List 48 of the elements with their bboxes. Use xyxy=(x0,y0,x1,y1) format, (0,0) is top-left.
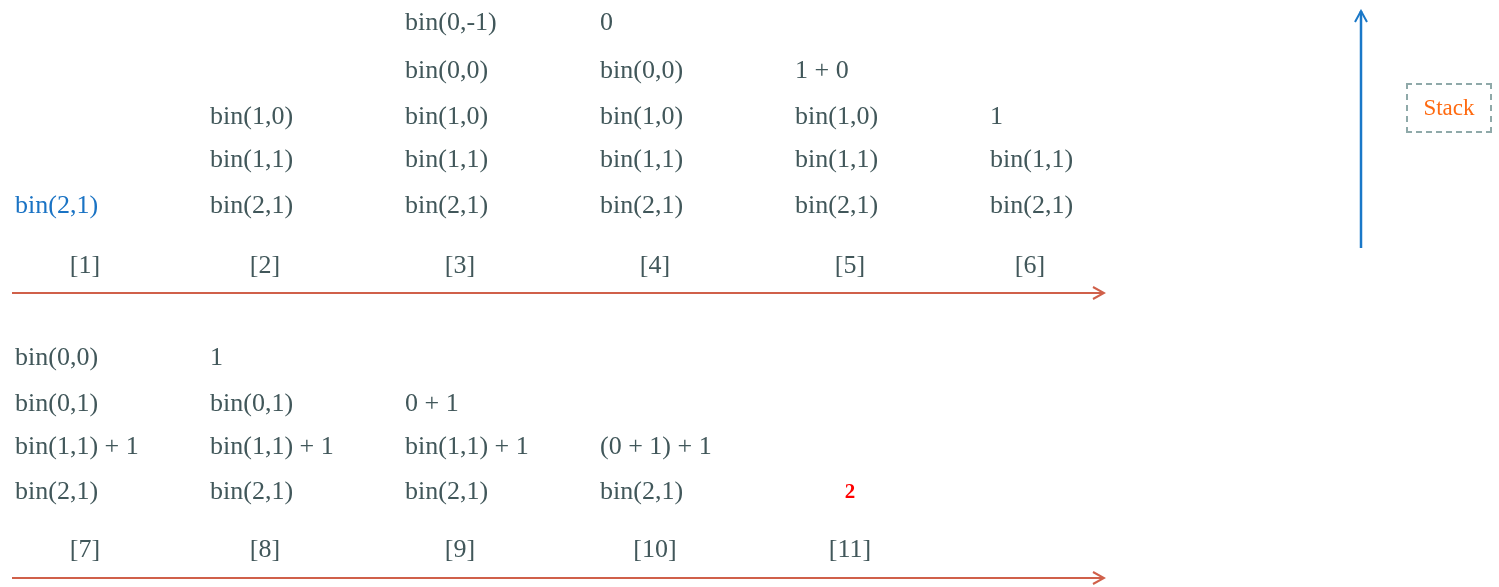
stack-entry: bin(1,0) xyxy=(405,101,489,131)
stack-entry: bin(0,-1) xyxy=(405,7,497,37)
step-number: [9] xyxy=(444,534,476,564)
step-number: [3] xyxy=(444,250,476,280)
step-number: [11] xyxy=(828,534,872,564)
stack-entry: 1 xyxy=(990,101,1003,131)
stack-entry: bin(2,1) xyxy=(795,190,879,220)
stack-entry: bin(1,0) xyxy=(210,101,294,131)
step-number: [7] xyxy=(69,534,101,564)
stack-entry: 1 xyxy=(210,342,223,372)
tag-text: Stack xyxy=(1423,95,1475,121)
stack-entry: bin(2,1) xyxy=(405,190,489,220)
step-number: [2] xyxy=(249,250,281,280)
stack-entry: bin(1,1) xyxy=(210,144,294,174)
stack-entry: bin(2,1) xyxy=(990,190,1074,220)
stack-entry: 0 + 1 xyxy=(405,388,459,418)
stack-entry: bin(2,1) xyxy=(15,476,99,506)
stack-entry: bin(0,0) xyxy=(405,55,489,85)
step-number: [1] xyxy=(69,250,101,280)
stack-entry: (0 + 1) + 1 xyxy=(600,431,712,461)
stack-entry: bin(2,1) xyxy=(600,476,684,506)
stack-entry: bin(1,1) + 1 xyxy=(405,431,529,461)
stack-entry: bin(2,1) xyxy=(600,190,684,220)
stack-entry: bin(1,1) xyxy=(405,144,489,174)
step-number: [5] xyxy=(834,250,866,280)
stack-entry: bin(1,1) + 1 xyxy=(15,431,139,461)
stack-entry: bin(1,1) xyxy=(990,144,1074,174)
stack-entry: bin(1,0) xyxy=(795,101,879,131)
step-number: [8] xyxy=(249,534,281,564)
step-number: [4] xyxy=(639,250,671,280)
stack-entry: bin(1,0) xyxy=(600,101,684,131)
stack-entry: bin(1,1) + 1 xyxy=(210,431,334,461)
stack-entry: bin(2,1) xyxy=(210,190,294,220)
stack-entry: bin(0,1) xyxy=(15,388,99,418)
result-value: 2 xyxy=(844,478,856,505)
dashed-tag xyxy=(1406,83,1492,133)
stack-entry: bin(2,1) xyxy=(210,476,294,506)
stack-entry: bin(0,0) xyxy=(600,55,684,85)
stack-entry: bin(2,1) xyxy=(405,476,489,506)
stack-entry: bin(1,1) xyxy=(795,144,879,174)
stack-entry: 0 xyxy=(600,7,613,37)
step-number: [6] xyxy=(1014,250,1046,280)
stack-entry: bin(0,0) xyxy=(15,342,99,372)
step-number: [10] xyxy=(633,534,677,564)
stack-entry: bin(0,1) xyxy=(210,388,294,418)
stack-entry: bin(2,1) xyxy=(15,190,99,220)
stack-entry: bin(1,1) xyxy=(600,144,684,174)
stack-entry: 1 + 0 xyxy=(795,55,849,85)
